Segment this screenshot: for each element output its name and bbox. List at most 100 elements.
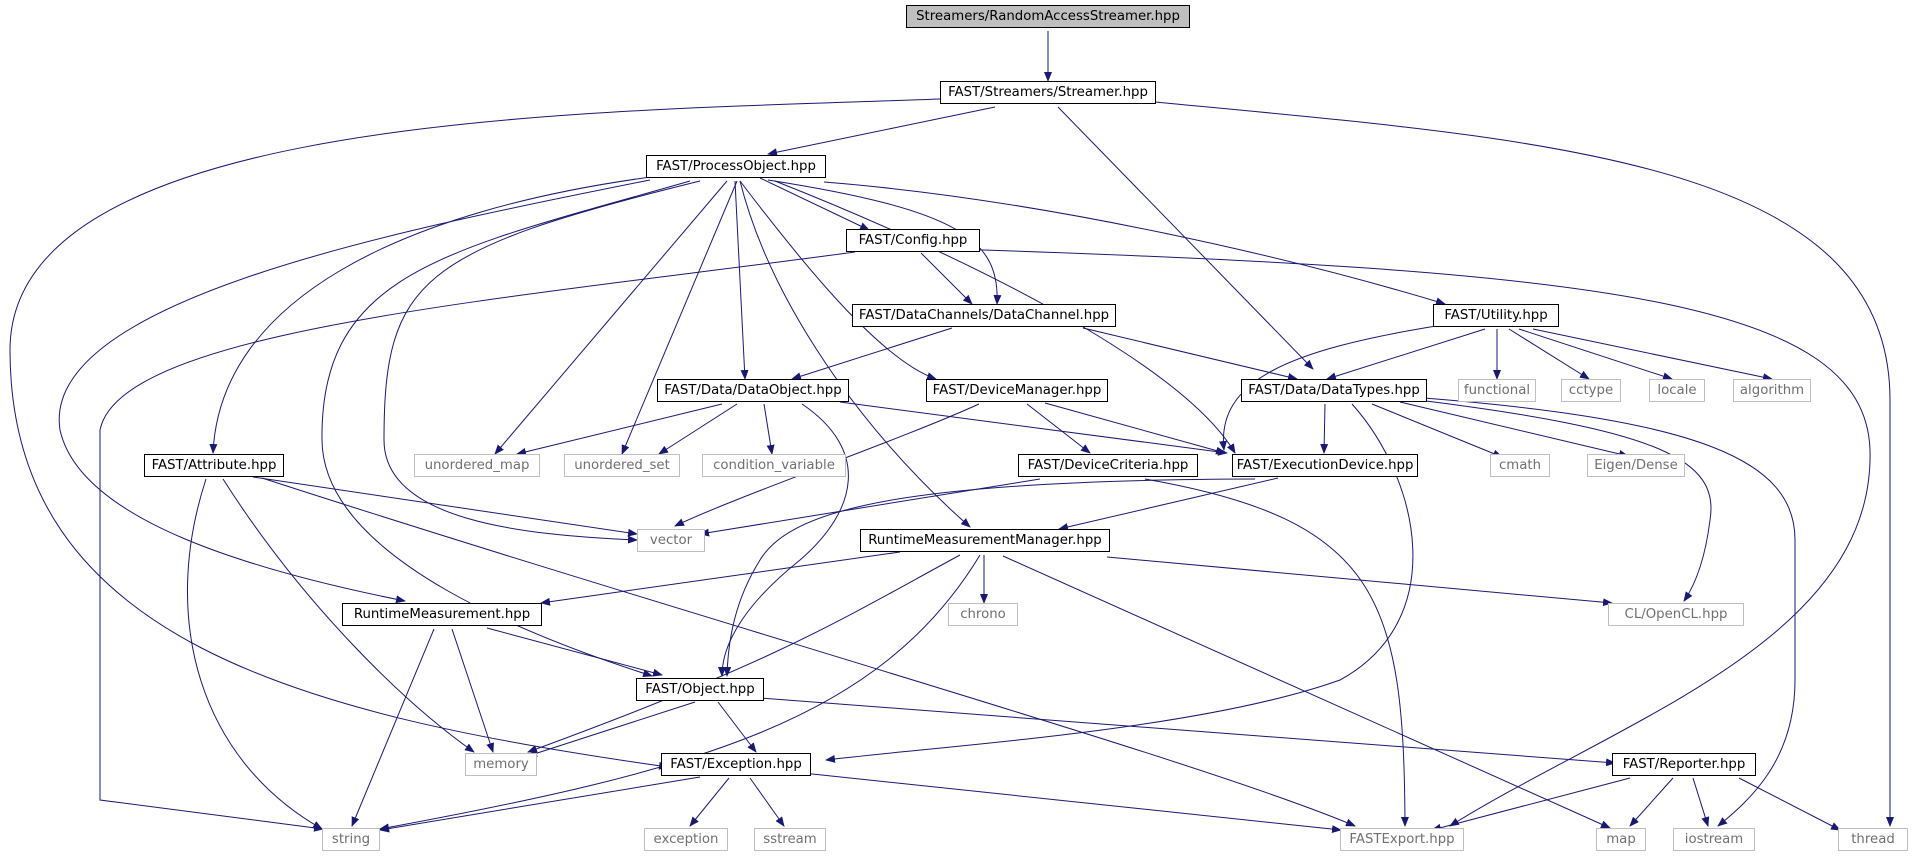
node-attribute[interactable]: FAST/Attribute.hpp (144, 454, 284, 477)
node-unordered-set[interactable]: unordered_set (564, 454, 680, 477)
edge-devicecriteria-vector (699, 478, 1041, 537)
edge-po-attribute (209, 175, 659, 454)
edge-datatypes-executiondevice (1320, 403, 1329, 454)
edge-rtm-memory (451, 628, 494, 753)
node-thread[interactable]: thread (1838, 828, 1908, 851)
edge-streamer-exception (9, 98, 941, 770)
node-runtime-measurement-manager[interactable]: RuntimeMeasurementManager.hpp (860, 529, 1110, 552)
node-cctype[interactable]: cctype (1561, 379, 1621, 402)
edge-devicemanager-devicecriteria (1026, 403, 1091, 454)
node-opencl[interactable]: CL/OpenCL.hpp (1608, 603, 1744, 626)
edge-rtm-string (351, 628, 435, 827)
edge-executiondevice-object (723, 478, 1256, 677)
node-eigen-dense[interactable]: Eigen/Dense (1587, 454, 1685, 477)
node-streamer[interactable]: FAST/Streamers/Streamer.hpp (940, 81, 1156, 104)
edge-exception-sstream (749, 777, 785, 827)
node-sstream[interactable]: sstream (754, 828, 826, 851)
node-process-object[interactable]: FAST/ProcessObject.hpp (646, 155, 826, 178)
edge-rtm-object (486, 627, 663, 677)
edge-rtmm-string (379, 554, 981, 832)
edge-exception-fastexport (802, 772, 1342, 834)
edge-attribute-fastexport (261, 477, 1356, 827)
edge-dataobject-object (718, 403, 849, 677)
node-fast-export[interactable]: FASTExport.hpp (1340, 828, 1464, 851)
node-memory[interactable]: memory (465, 753, 537, 776)
edge-attribute-vector (252, 476, 638, 537)
edge-po-unordered-map (494, 180, 728, 455)
node-runtime-measurement[interactable]: RuntimeMeasurement.hpp (342, 603, 542, 626)
node-condition-variable[interactable]: condition_variable (702, 454, 846, 477)
node-config[interactable]: FAST/Config.hpp (846, 229, 980, 252)
edge-utility-datatypes (1326, 328, 1486, 381)
edge-utility-cctype (1508, 328, 1590, 380)
edge-attribute-memory (222, 478, 475, 753)
node-unordered-map[interactable]: unordered_map (414, 454, 540, 477)
node-data-channel[interactable]: FAST/DataChannels/DataChannel.hpp (852, 304, 1116, 327)
node-data-object[interactable]: FAST/Data/DataObject.hpp (657, 379, 849, 402)
edge-po-rtm (58, 179, 651, 604)
edge-po-object (321, 180, 691, 678)
edge-reporter-thread (1738, 777, 1841, 831)
node-object[interactable]: FAST/Object.hpp (636, 678, 764, 701)
edge-dataobject-executiondevice (839, 401, 1228, 456)
edge-dataobject-unordered-map (516, 403, 723, 456)
edge-datatypes-eigen (1399, 401, 1629, 458)
node-data-types[interactable]: FAST/Data/DataTypes.hpp (1241, 379, 1427, 402)
edge-datatypes-cmath (1371, 403, 1503, 458)
node-string[interactable]: string (322, 828, 380, 851)
edge-object-memory (527, 701, 696, 758)
node-locale[interactable]: locale (1649, 379, 1705, 402)
node-chrono[interactable]: chrono (948, 603, 1018, 626)
edge-po-vector (383, 180, 701, 544)
edge-attribute-string (187, 478, 323, 830)
edge-utility-executiondevice (1219, 325, 1437, 451)
edges (9, 31, 1894, 834)
node-execution-device[interactable]: FAST/ExecutionDevice.hpp (1232, 454, 1418, 477)
node-functional[interactable]: functional (1458, 379, 1536, 402)
edge-exception-string (379, 776, 701, 833)
edge-po-config (759, 177, 870, 231)
edge-dataobject-unordered-set (658, 403, 738, 455)
edge-rtmm-map (1002, 555, 1611, 829)
node-utility[interactable]: FAST/Utility.hpp (1433, 304, 1559, 327)
edge-datachannel-datatypes (1082, 327, 1298, 381)
edge-datachannel-dataobject (791, 327, 953, 381)
edge-executiondevice-rtmm (1058, 477, 1279, 531)
node-vector[interactable]: vector (637, 529, 705, 552)
node-device-manager[interactable]: FAST/DeviceManager.hpp (926, 379, 1108, 402)
node-random-access-streamer[interactable]: Streamers/RandomAccessStreamer.hpp (906, 5, 1190, 28)
edge-po-dataobject (734, 180, 749, 380)
edge-po-devicemanager (739, 180, 937, 380)
edge-rtmm-rtm (540, 551, 901, 606)
edge-config-string (99, 251, 856, 832)
edge-exception-exception (689, 777, 730, 827)
edge-datatypes-exception (825, 403, 1414, 763)
edge-reporter-map (1629, 777, 1674, 827)
edge-streamer-processobject (767, 106, 996, 157)
edge-config-datachannel (920, 252, 973, 305)
edge-reporter-fastexport (1431, 777, 1631, 832)
edge-object-exception (717, 701, 757, 753)
edge-object-reporter (759, 697, 1616, 767)
edge-streamer-thread (1154, 101, 1894, 827)
edge-reporter-iostream (1692, 777, 1710, 827)
node-algorithm[interactable]: algorithm (1733, 379, 1811, 402)
edge-devicemanager-executiondevice (1044, 402, 1226, 455)
edge-dataobject-condition-variable (763, 403, 775, 455)
node-iostream[interactable]: iostream (1673, 828, 1755, 851)
node-reporter[interactable]: FAST/Reporter.hpp (1612, 753, 1756, 776)
edge-utility-locale (1518, 328, 1673, 381)
node-map[interactable]: map (1596, 828, 1646, 851)
edge-config-fastexport (952, 248, 1871, 827)
edge-datatypes-opencl (1417, 399, 1712, 602)
node-cmath[interactable]: cmath (1490, 454, 1550, 477)
node-exception[interactable]: exception (644, 828, 728, 851)
edge-po-rtmm (739, 180, 971, 528)
node-exception-hpp[interactable]: FAST/Exception.hpp (661, 753, 811, 776)
node-device-criteria[interactable]: FAST/DeviceCriteria.hpp (1018, 454, 1198, 477)
edge-rtmm-opencl (1106, 556, 1613, 607)
edge-devicecriteria-fastexport (1144, 478, 1409, 827)
edge-utility-algorithm (1532, 328, 1773, 382)
edge-po-utility (823, 181, 1446, 306)
